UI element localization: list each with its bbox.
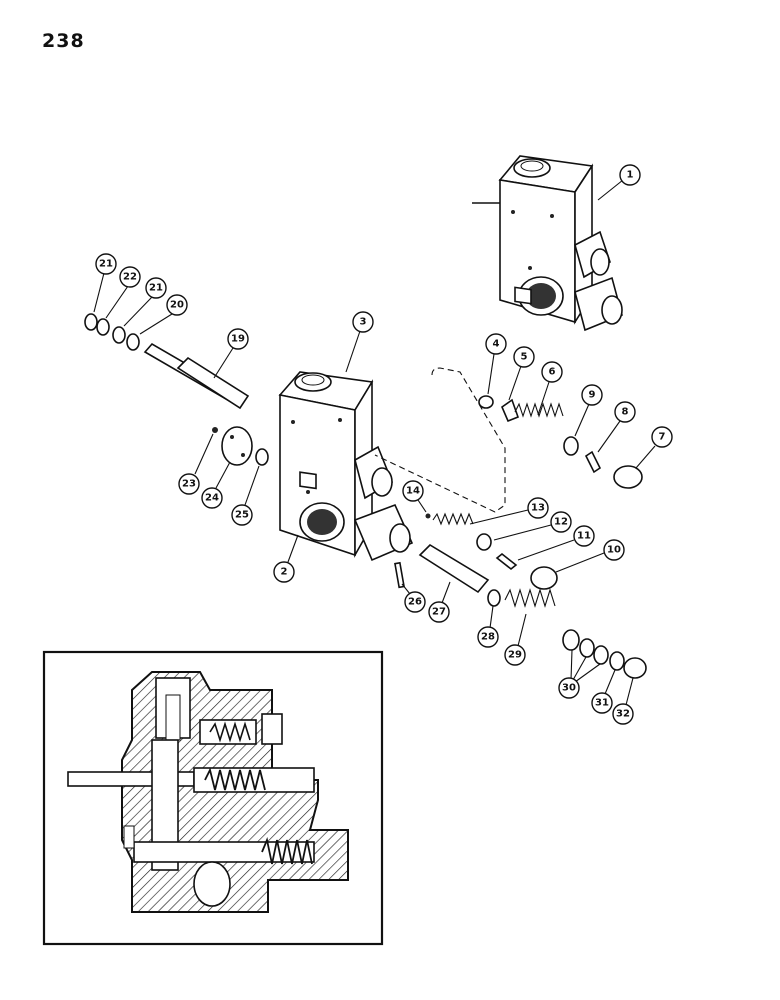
callout-26: 26 [401, 583, 426, 613]
valve-body-1 [472, 155, 623, 332]
svg-text:12: 12 [554, 517, 568, 528]
svg-text:6: 6 [549, 367, 556, 378]
svg-text:32: 32 [616, 709, 630, 720]
callout-6: 6 [537, 361, 563, 416]
svg-text:21: 21 [99, 259, 113, 270]
callout-19: 19 [213, 328, 249, 379]
svg-text:29: 29 [508, 650, 522, 661]
callout-23: 23 [178, 433, 214, 495]
page-number: 238 [42, 30, 85, 52]
callout-21a: 21 [93, 253, 117, 313]
sectional-view-inset [42, 650, 384, 946]
callout-25: 25 [231, 465, 260, 526]
svg-text:31: 31 [595, 698, 609, 709]
callout-9: 9 [574, 384, 603, 437]
svg-text:14: 14 [406, 486, 420, 497]
valve-body-2 [278, 371, 414, 562]
callout-20: 20 [139, 294, 188, 335]
svg-text:23: 23 [182, 479, 196, 490]
callout-21b: 21 [123, 277, 167, 327]
svg-text:9: 9 [589, 390, 596, 401]
svg-text:19: 19 [231, 334, 245, 345]
callout-13: 13 [469, 497, 549, 525]
callout-11: 11 [517, 525, 595, 561]
callout-22: 22 [105, 266, 141, 319]
callout-7: 7 [635, 426, 673, 469]
svg-text:1: 1 [627, 170, 634, 181]
callout-5: 5 [508, 346, 535, 401]
callout-14: 14 [402, 480, 427, 513]
svg-text:5: 5 [521, 352, 528, 363]
relief-parts-lower [418, 512, 647, 679]
svg-text:3: 3 [360, 317, 367, 328]
svg-text:4: 4 [493, 339, 500, 350]
svg-text:11: 11 [577, 531, 591, 542]
shaft-assembly [84, 313, 250, 410]
callout-31: 31 [591, 669, 616, 714]
relief-parts-upper [478, 395, 643, 489]
svg-text:10: 10 [607, 545, 621, 556]
callout-28: 28 [477, 605, 499, 648]
svg-text:8: 8 [622, 407, 629, 418]
callout-24: 24 [201, 461, 231, 509]
callout-12: 12 [493, 511, 572, 541]
svg-text:21: 21 [149, 283, 163, 294]
cover-plate-parts [212, 426, 405, 589]
callout-4: 4 [485, 333, 507, 395]
svg-text:22: 22 [123, 272, 137, 283]
callout-29: 29 [504, 613, 527, 666]
svg-text:13: 13 [531, 503, 545, 514]
callout-1: 1 [597, 164, 641, 201]
dashed-guides [374, 367, 506, 513]
svg-text:7: 7 [659, 432, 666, 443]
svg-text:28: 28 [481, 632, 495, 643]
svg-text:24: 24 [205, 493, 219, 504]
svg-text:30: 30 [562, 683, 576, 694]
svg-text:20: 20 [170, 300, 184, 311]
callout-2: 2 [273, 534, 299, 583]
callout-30: 30 [558, 649, 601, 699]
callout-3: 3 [345, 311, 374, 373]
svg-text:27: 27 [432, 607, 446, 618]
svg-text:25: 25 [235, 510, 249, 521]
svg-text:2: 2 [281, 567, 288, 578]
callout-27: 27 [428, 581, 451, 623]
callout-32: 32 [612, 677, 634, 725]
callout-10: 10 [555, 539, 625, 573]
callout-8: 8 [597, 401, 636, 453]
svg-text:26: 26 [408, 597, 422, 608]
